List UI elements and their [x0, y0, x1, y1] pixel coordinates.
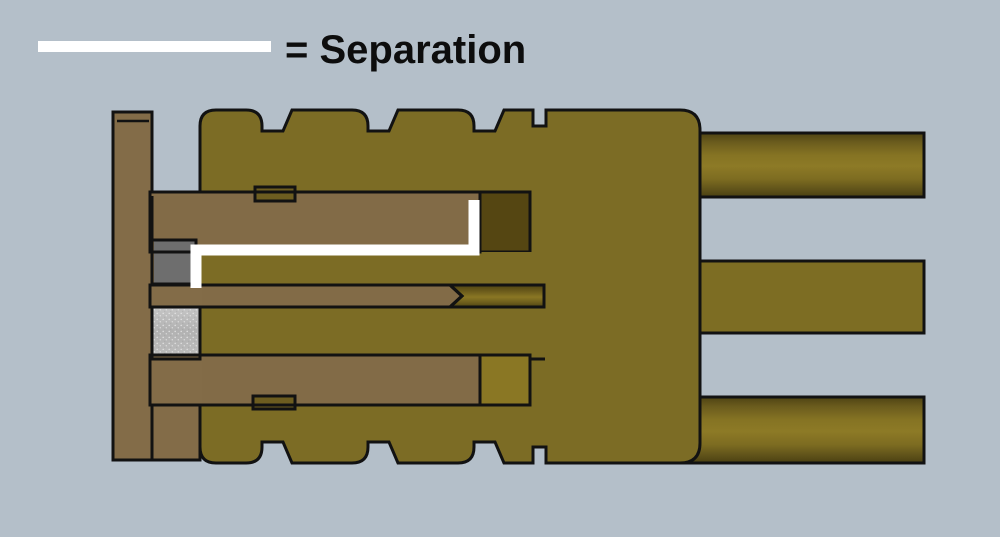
upper-contact-blade [148, 190, 482, 254]
legend-label: = Separation [285, 28, 526, 72]
light-insulator-block [150, 305, 202, 361]
bracket-web-lower [149, 357, 202, 404]
bracket-web-group [149, 192, 202, 404]
lower-tab-outline [148, 353, 482, 407]
upper-contact-end-block [478, 190, 532, 254]
prong-top [658, 131, 926, 199]
bracket-web-mid [149, 284, 202, 308]
upper-inner-olive-fill [200, 252, 540, 284]
middle-contact-tab [148, 283, 546, 309]
lower-contact-tab [148, 353, 532, 411]
lower-contact-notch [251, 394, 297, 411]
mounting-bracket-overlay [111, 110, 154, 462]
light-insulator-speckle [152, 307, 200, 359]
dark-insulator-block [150, 238, 198, 286]
upper-contact-tab [148, 185, 532, 254]
legend: = Separation [38, 28, 526, 72]
separation-line-swatch [38, 41, 271, 52]
light-block-outline [150, 305, 202, 361]
upper-contact-notch [253, 185, 297, 203]
light-block-inner-olive [200, 307, 545, 359]
bracket-vertical-stem [111, 110, 154, 462]
separation-path-overlay [190, 200, 480, 288]
middle-tab-outline [148, 283, 465, 309]
lower-contact-end-block [478, 353, 532, 407]
